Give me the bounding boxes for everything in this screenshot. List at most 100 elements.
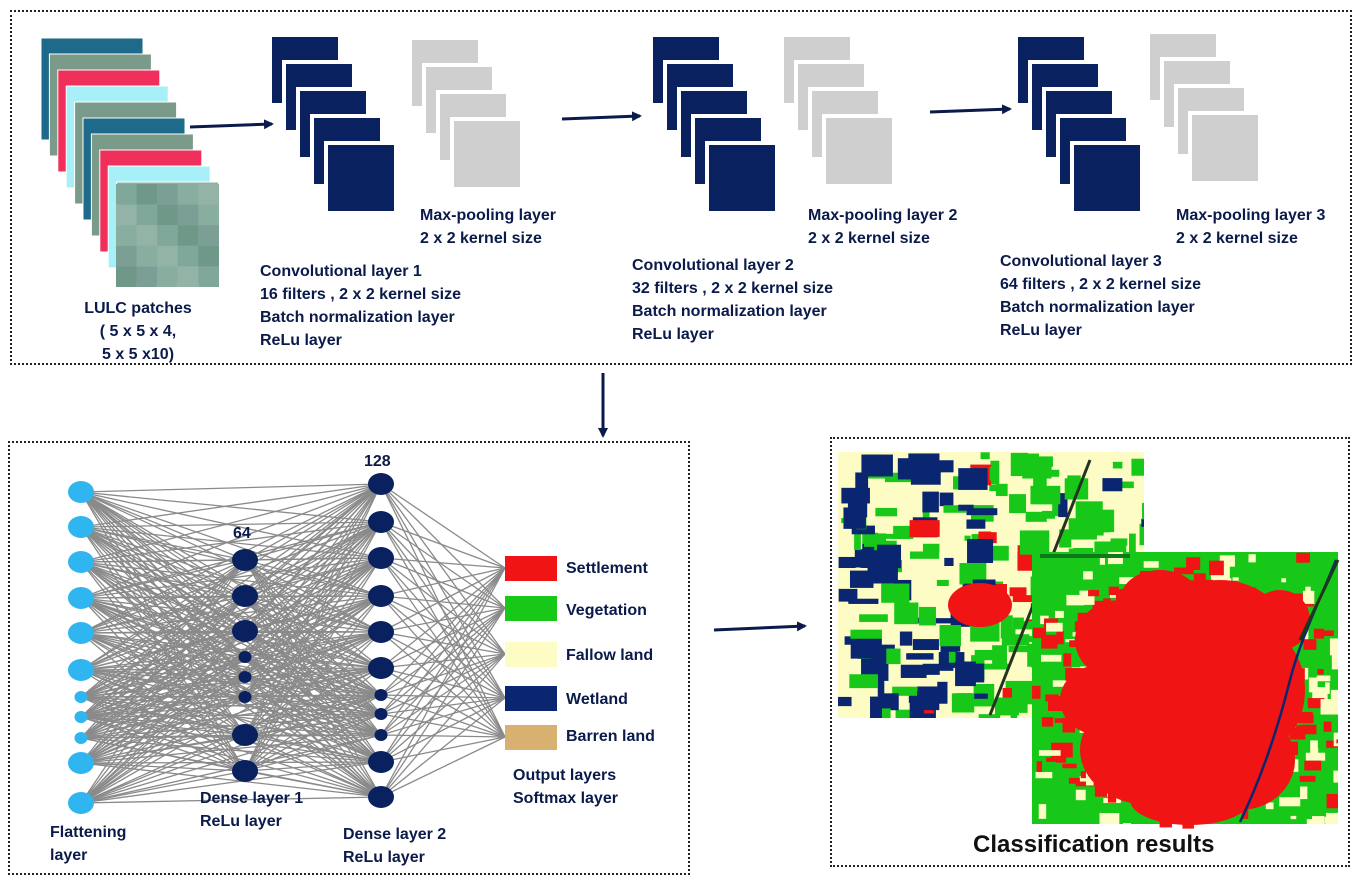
connection bbox=[80, 667, 382, 804]
connection bbox=[244, 761, 382, 772]
map-patch bbox=[1112, 461, 1123, 469]
map-patch bbox=[1303, 629, 1309, 646]
map-patch bbox=[1316, 675, 1331, 682]
map-patch bbox=[1056, 631, 1064, 645]
map-patch bbox=[912, 639, 939, 651]
settlement-patch bbox=[1062, 717, 1075, 733]
map-patch bbox=[1009, 587, 1027, 597]
map-patch bbox=[1002, 687, 1012, 698]
flatten-neuron bbox=[68, 587, 94, 609]
map-patch bbox=[881, 583, 910, 603]
settlement-patch bbox=[1276, 759, 1288, 766]
map-patch bbox=[886, 648, 901, 665]
map-patch bbox=[1330, 689, 1338, 703]
connection bbox=[80, 631, 382, 698]
input-label-line: ( 5 x 5 x 4, bbox=[99, 323, 177, 340]
map-patch bbox=[1122, 823, 1131, 824]
settlement-patch bbox=[1244, 760, 1261, 775]
map-patch bbox=[1107, 552, 1123, 565]
map-patch bbox=[1102, 478, 1123, 492]
connection bbox=[244, 557, 382, 678]
map-patch bbox=[1099, 556, 1105, 565]
map-patch bbox=[1289, 727, 1306, 740]
connection bbox=[244, 713, 382, 772]
pool3-line: 2 x 2 kernel size bbox=[1176, 230, 1298, 247]
map-patch bbox=[937, 681, 948, 704]
map-patch bbox=[1265, 802, 1274, 810]
settlement-patch bbox=[1244, 745, 1260, 757]
connection bbox=[380, 557, 506, 655]
connection bbox=[244, 483, 382, 632]
settlement-patch bbox=[1250, 773, 1262, 788]
patch-cell bbox=[116, 225, 137, 246]
connection bbox=[380, 736, 506, 763]
settlement-patch bbox=[1256, 600, 1277, 608]
settlement-patch bbox=[1278, 623, 1298, 634]
map-patch bbox=[939, 625, 961, 647]
connection bbox=[244, 694, 382, 772]
settlement-patch bbox=[1107, 791, 1117, 803]
map-patch bbox=[939, 492, 954, 507]
settlement-patch bbox=[1193, 573, 1206, 583]
settlement-patch bbox=[1099, 614, 1114, 624]
connection bbox=[380, 483, 506, 699]
legend-swatch bbox=[505, 556, 557, 581]
connection bbox=[80, 667, 382, 739]
map-patch bbox=[1333, 770, 1338, 783]
connection bbox=[380, 697, 506, 763]
settlement-patch bbox=[1209, 560, 1224, 576]
connection bbox=[80, 483, 382, 764]
input-patches-label: LULC patches ( 5 x 5 x 4, 5 x 5 x10) bbox=[68, 297, 208, 366]
map-patch bbox=[1248, 554, 1256, 563]
connection bbox=[80, 713, 382, 804]
settlement-patch bbox=[1048, 696, 1066, 712]
map-patch bbox=[1009, 494, 1027, 514]
patch-cell bbox=[157, 184, 178, 205]
patch-cell bbox=[198, 184, 219, 205]
map-patch bbox=[1143, 561, 1159, 568]
connection bbox=[244, 631, 382, 772]
map-patch bbox=[1083, 571, 1093, 580]
connection bbox=[244, 483, 382, 678]
settlement-patch bbox=[1115, 734, 1130, 744]
settlement-patch bbox=[1129, 770, 1149, 785]
pool3-line: Max-pooling layer 3 bbox=[1176, 207, 1326, 224]
connection bbox=[380, 595, 506, 699]
settlement-patch bbox=[1093, 672, 1107, 681]
patch-cell bbox=[157, 245, 178, 267]
connection bbox=[244, 559, 382, 597]
connection bbox=[380, 483, 506, 569]
dense2-label: Dense layer 2 ReLu layer bbox=[343, 823, 446, 869]
map-patch bbox=[1012, 595, 1038, 603]
map-patch bbox=[1041, 469, 1060, 477]
map-patch bbox=[850, 635, 882, 659]
legend-settlement: Settlement bbox=[566, 560, 648, 577]
flow-arrow bbox=[929, 104, 1012, 115]
map-patch bbox=[1075, 501, 1103, 521]
settlement-patch bbox=[1245, 602, 1265, 615]
connection bbox=[380, 521, 506, 609]
map-patch bbox=[948, 651, 956, 663]
patch-cell bbox=[157, 204, 178, 226]
map-patch bbox=[1035, 772, 1053, 779]
flatten-neuron bbox=[68, 752, 94, 774]
legend-swatch bbox=[505, 642, 557, 667]
output-line: Softmax layer bbox=[513, 790, 618, 807]
flatten-neuron bbox=[74, 711, 88, 723]
flatten-neuron bbox=[68, 516, 94, 538]
connection bbox=[380, 607, 506, 763]
conv3-line: Batch normalization layer bbox=[1000, 299, 1195, 316]
connection bbox=[80, 483, 382, 493]
settlement-patch bbox=[1104, 734, 1115, 746]
dense2-neuron bbox=[368, 657, 394, 679]
conv1-line: Batch normalization layer bbox=[260, 309, 455, 326]
dense2-neuron bbox=[368, 511, 394, 533]
map-patch bbox=[1046, 622, 1063, 632]
map-patch bbox=[1336, 739, 1338, 744]
map-patch bbox=[1281, 578, 1287, 583]
network-neurons bbox=[68, 473, 394, 814]
flow-arrow bbox=[189, 119, 274, 130]
map-patch bbox=[964, 535, 971, 541]
map-patch bbox=[899, 631, 913, 646]
dense1-neuron bbox=[232, 760, 258, 782]
